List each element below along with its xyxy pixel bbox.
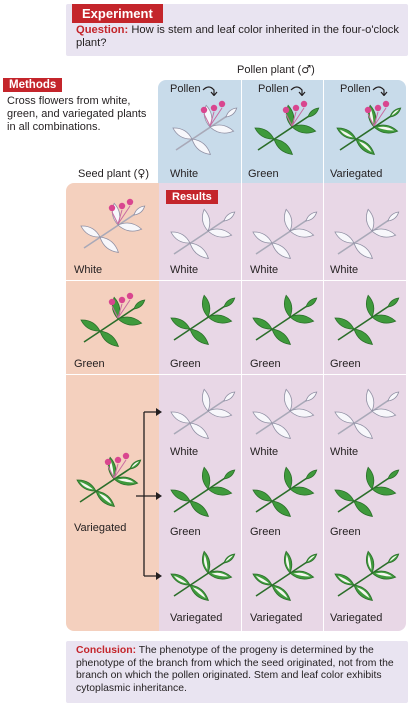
curved-arrow-icon [372, 86, 388, 96]
seed-plant-label: Seed plant [78, 168, 131, 180]
result-caption: White [250, 446, 279, 458]
pollen-label-3: Pollen [340, 83, 371, 95]
row-divider-2 [66, 374, 406, 375]
result-caption: Green [330, 526, 361, 538]
result-caption: Green [250, 526, 281, 538]
pollen-plant-green-icon [254, 100, 320, 155]
curved-arrow-icon [290, 86, 306, 96]
pollen-caption-white: White [170, 168, 199, 180]
result-caption: Variegated [250, 612, 303, 624]
result-caption: Green [170, 358, 201, 370]
result-plant-green-icon [170, 294, 236, 345]
conclusion-label: Conclusion: [76, 645, 137, 656]
result-plant-white-icon [252, 208, 318, 259]
result-plant-white-icon [252, 388, 318, 439]
question-label: Question: [76, 24, 129, 36]
results-divider-2 [323, 183, 324, 631]
pollen-plant-title: Pollen plant (♂) [237, 63, 315, 76]
pollen-panel [158, 80, 406, 184]
result-caption: Green [250, 358, 281, 370]
result-plant-green-icon [334, 466, 400, 517]
pollen-divider-1 [241, 80, 242, 184]
seed-caption-variegated: Variegated [74, 522, 127, 534]
pollen-plant-label: Pollen plant [237, 64, 295, 76]
seed-caption-green: Green [74, 358, 105, 370]
result-plant-white-icon [170, 388, 236, 439]
conclusion-text: The phenotype of the progeny is determin… [76, 645, 394, 694]
seed-plant-variegated-icon [76, 452, 142, 507]
results-divider-1 [241, 183, 242, 631]
result-caption: White [250, 264, 279, 276]
pollen-label-1: Pollen [170, 83, 201, 95]
row-divider-1 [66, 280, 406, 281]
experiment-tag: Experiment [72, 4, 163, 23]
pollen-caption-green: Green [248, 168, 279, 180]
result-plant-green-icon [252, 466, 318, 517]
branch-arrows-icon [136, 408, 162, 580]
female-symbol-icon: ♀ [137, 167, 146, 180]
seed-plant-white-icon [80, 198, 146, 253]
question: Question: How is stem and leaf color inh… [76, 24, 402, 50]
pollen-divider-2 [323, 80, 324, 184]
pollen-label-2: Pollen [258, 83, 289, 95]
result-plant-white-icon [334, 208, 400, 259]
seed-plant-title: Seed plant (♀) [78, 167, 150, 180]
pollen-plant-variegated-icon [336, 100, 402, 155]
pollen-plant-white-icon [172, 100, 238, 155]
male-symbol-icon: ♂ [301, 63, 312, 76]
pollen-caption-variegated: Variegated [330, 168, 383, 180]
result-plant-green-icon [334, 294, 400, 345]
seed-caption-white: White [74, 264, 103, 276]
result-plant-variegated-icon [252, 550, 318, 601]
methods-text: Cross flowers from white, green, and var… [7, 95, 147, 133]
result-plant-green-icon [252, 294, 318, 345]
result-caption: White [170, 264, 199, 276]
result-plant-green-icon [170, 466, 236, 517]
result-caption: Green [170, 526, 201, 538]
methods-tag: Methods [3, 78, 63, 92]
question-text: How is stem and leaf color inherited in … [76, 24, 399, 49]
result-plant-white-icon [334, 388, 400, 439]
result-caption: Variegated [170, 612, 223, 624]
curved-arrow-icon [202, 86, 218, 96]
conclusion-box [66, 641, 408, 703]
seed-plant-green-icon [80, 292, 146, 347]
result-plant-white-icon [170, 208, 236, 259]
conclusion: Conclusion: The phenotype of the progeny… [76, 645, 402, 695]
result-caption: White [170, 446, 199, 458]
result-caption: White [330, 264, 359, 276]
results-panel [159, 183, 406, 631]
result-caption: Green [330, 358, 361, 370]
result-caption: White [330, 446, 359, 458]
result-plant-variegated-icon [334, 550, 400, 601]
results-tag: Results [166, 190, 218, 204]
result-plant-variegated-icon [170, 550, 236, 601]
result-caption: Variegated [330, 612, 383, 624]
